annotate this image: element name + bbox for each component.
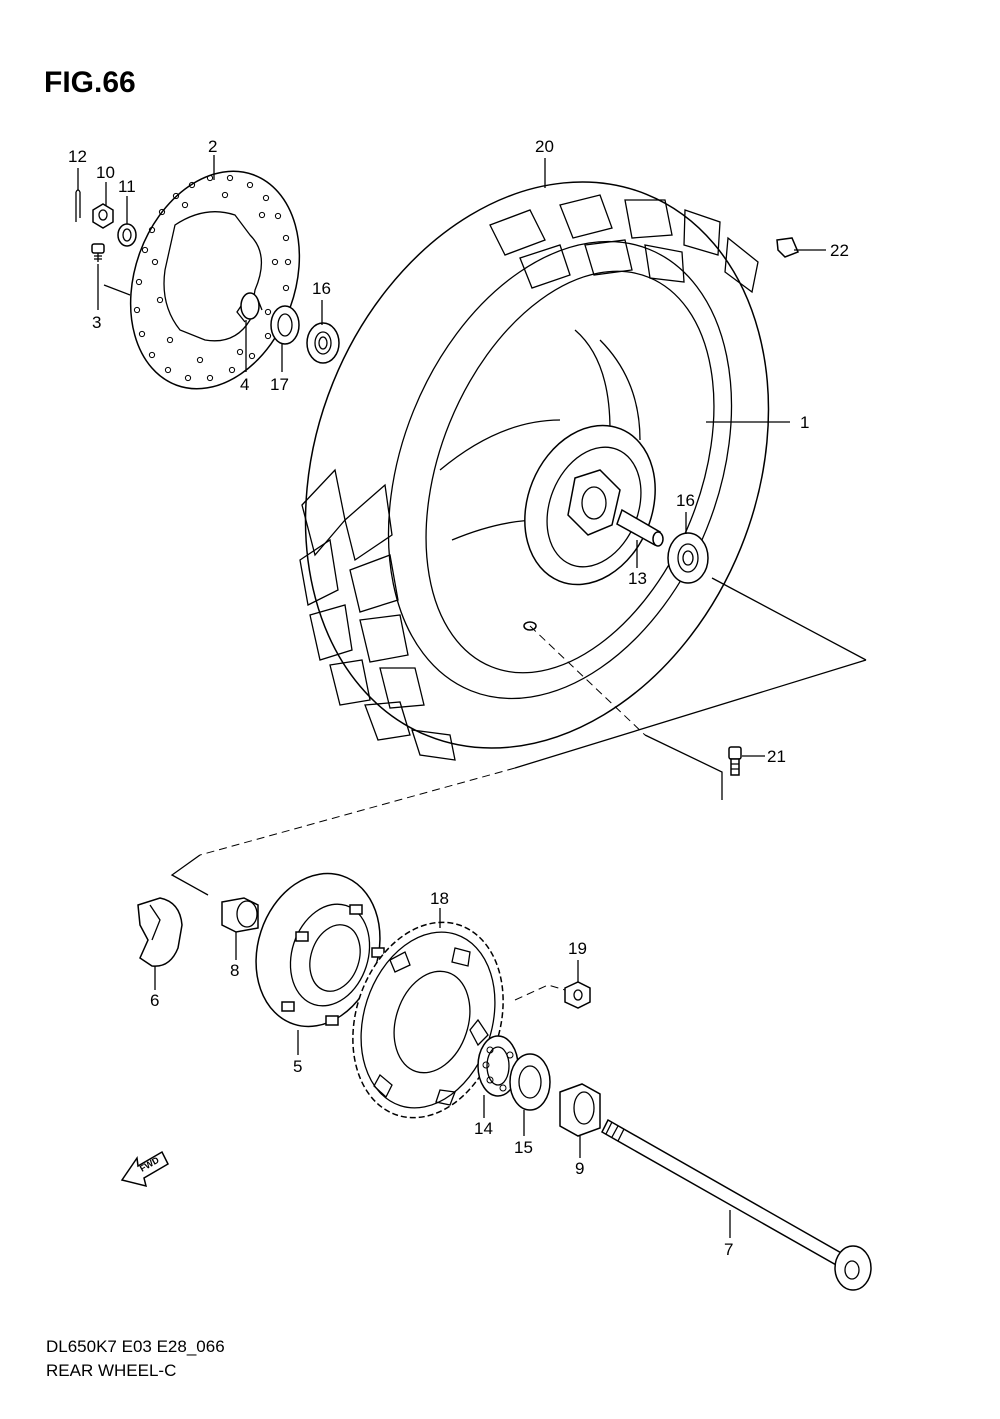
callout-17: 17 — [270, 375, 289, 394]
oil-seal-15[interactable] — [509, 1053, 551, 1111]
callout-4: 4 — [240, 375, 249, 394]
clip-22[interactable] — [776, 237, 799, 258]
callouts: 12 10 11 2 3 4 17 16 20 1 16 13 22 21 18… — [68, 137, 849, 1259]
leader-lines — [77, 155, 826, 1238]
rear-wheel-tire[interactable] — [224, 112, 851, 818]
callout-22: 22 — [830, 241, 849, 260]
callout-7: 7 — [724, 1240, 733, 1259]
callout-13: 13 — [628, 569, 647, 588]
valve-21[interactable] — [728, 746, 742, 776]
callout-6: 6 — [150, 991, 159, 1010]
callout-16-lower: 16 — [676, 491, 695, 510]
model-code: DL650K7 E03 E28_066 — [46, 1337, 225, 1356]
fwd-arrow-icon: FWD — [120, 1150, 169, 1188]
callout-19: 19 — [568, 939, 587, 958]
oil-seal-17[interactable] — [270, 305, 300, 345]
assembly-lines — [170, 577, 867, 1001]
damper-6[interactable] — [137, 897, 183, 967]
callout-12: 12 — [68, 147, 87, 166]
bearing-16-lower[interactable] — [667, 532, 709, 584]
callout-15: 15 — [514, 1138, 533, 1157]
callout-20: 20 — [535, 137, 554, 156]
cotter-pin[interactable] — [75, 189, 81, 222]
disc-bolt[interactable] — [91, 243, 105, 262]
callout-2: 2 — [208, 137, 217, 156]
figure-title: FIG.66 — [44, 66, 136, 99]
callout-5: 5 — [293, 1057, 302, 1076]
callout-9: 9 — [575, 1159, 584, 1178]
washer[interactable] — [117, 223, 137, 247]
spacer-9[interactable] — [559, 1083, 601, 1137]
callout-11: 11 — [118, 177, 136, 196]
callout-14: 14 — [474, 1119, 493, 1138]
callout-16-upper: 16 — [312, 279, 331, 298]
callout-8: 8 — [230, 961, 239, 980]
spacer-4[interactable] — [236, 292, 263, 323]
bearing-16-upper[interactable] — [306, 322, 340, 364]
section-name: REAR WHEEL-C — [46, 1361, 176, 1380]
callout-10: 10 — [96, 163, 115, 182]
nut-19[interactable] — [564, 981, 591, 1009]
callout-3: 3 — [92, 313, 101, 332]
rear-axle-7[interactable] — [601, 1118, 872, 1291]
axle-stub-13[interactable] — [616, 508, 664, 547]
callout-21: 21 — [767, 747, 786, 766]
collar-8[interactable] — [221, 897, 259, 933]
callout-1: 1 — [800, 413, 809, 432]
axle-nut[interactable] — [92, 203, 114, 229]
callout-18: 18 — [430, 889, 449, 908]
